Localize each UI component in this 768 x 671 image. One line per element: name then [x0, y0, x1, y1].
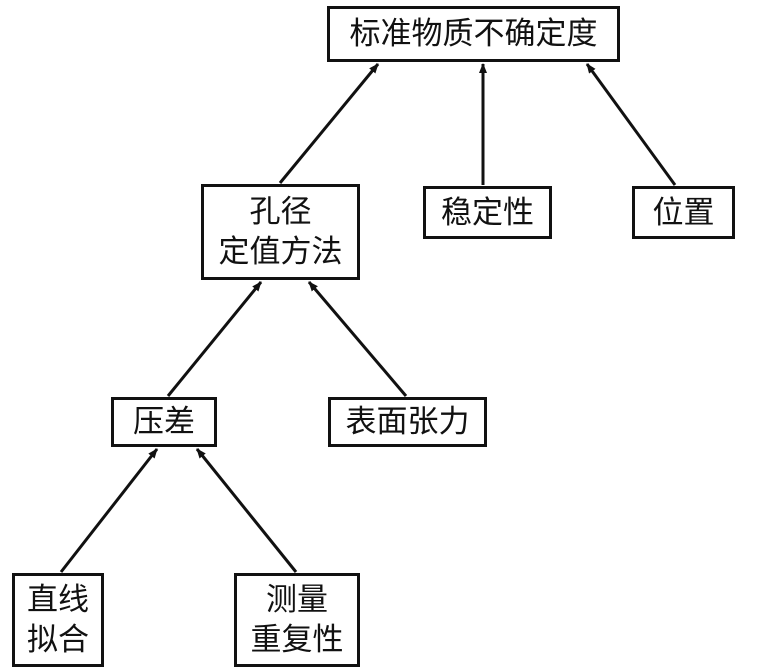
node-label: 孔径: [249, 194, 312, 230]
node-label: 拟合: [27, 622, 89, 658]
node-label: 表面张力: [345, 404, 470, 440]
node-label: 稳定性: [441, 194, 534, 231]
arrow-fit-to-pressure: [59, 448, 159, 573]
node-label: 位置: [652, 194, 715, 231]
node-surface-tension: 表面张力: [328, 397, 487, 447]
node-label: 测量: [266, 582, 328, 618]
node-pore-size-method: 孔径 定值方法: [201, 184, 360, 280]
node-pressure-difference: 压差: [111, 397, 217, 447]
node-standard-material-uncertainty: 标准物质不确定度: [327, 6, 620, 62]
arrow-position-to-root: [585, 63, 677, 186]
arrow-tension-to-pore: [307, 281, 408, 397]
node-position: 位置: [632, 186, 735, 239]
arrow-pore-to-root: [278, 63, 380, 184]
arrow-repeat-to-pressure: [195, 448, 298, 573]
node-label: 重复性: [250, 622, 344, 658]
node-label: 定值方法: [218, 234, 343, 270]
node-stability: 稳定性: [423, 186, 552, 239]
node-label: 标准物质不确定度: [349, 16, 598, 52]
node-measurement-repeatability: 测量 重复性: [234, 573, 360, 667]
arrow-pressure-to-pore: [166, 281, 263, 397]
node-label: 压差: [133, 404, 195, 440]
node-linear-fit: 直线 拟合: [12, 573, 104, 667]
node-label: 直线: [27, 582, 89, 618]
